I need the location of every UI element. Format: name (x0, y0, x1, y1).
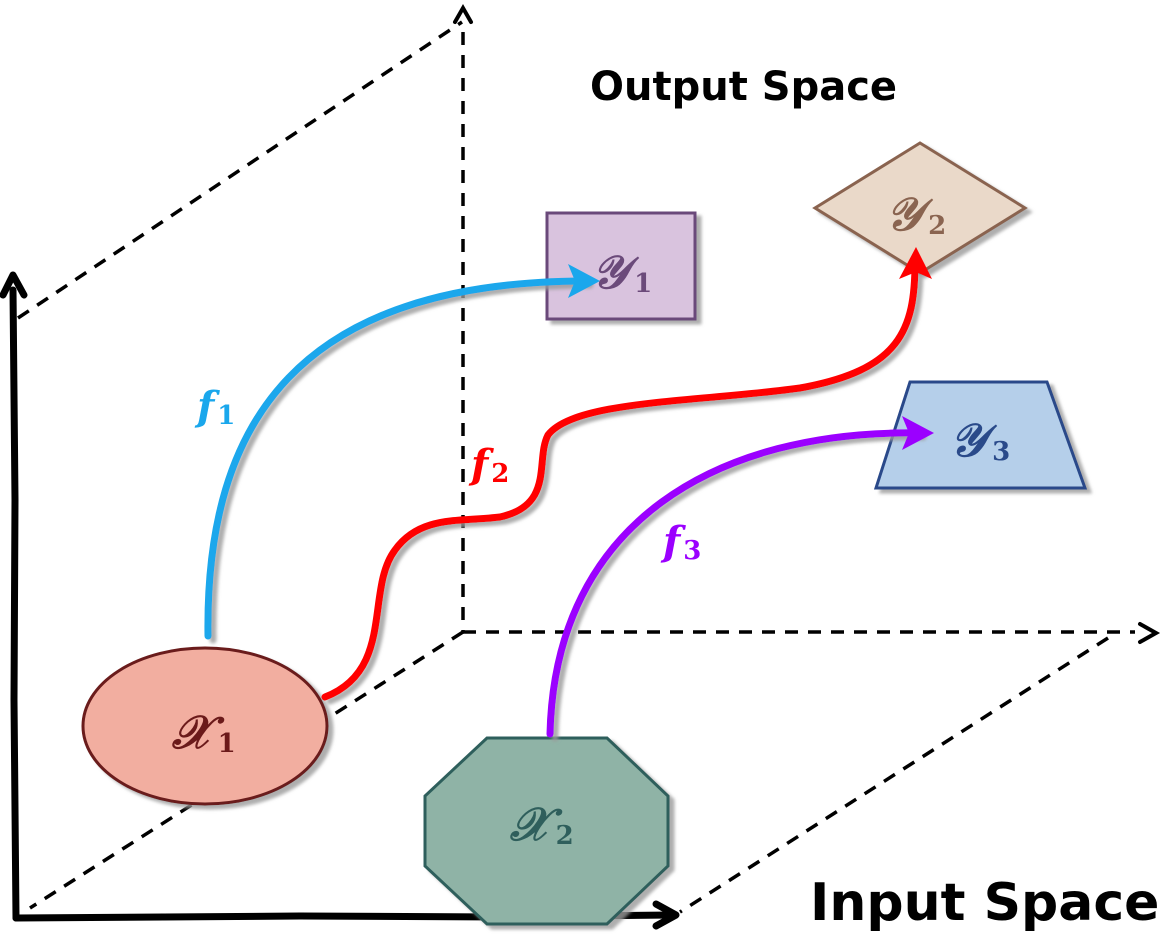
input-space-label: Input Space (810, 873, 1159, 933)
solid-up-arrowhead-icon (0, 271, 28, 299)
set-y3-shape (873, 380, 1088, 490)
set-x2-shape (423, 736, 670, 926)
input-plane-right-edge (679, 636, 1109, 914)
up-arrowhead-icon (453, 3, 473, 24)
set-x1-shape (81, 646, 329, 806)
function-arrowheads (568, 247, 934, 450)
x2-subscript: 2 (556, 821, 574, 851)
solid-right-arrowhead-icon (652, 900, 680, 930)
f1-arrow (204, 277, 589, 640)
f2-subscript: 2 (491, 459, 509, 489)
f2-arrowhead-icon (899, 247, 932, 279)
x2-octagon (423, 736, 670, 926)
output-plane-top-edge (17, 20, 463, 320)
f3-arrow (546, 429, 922, 738)
solid-vertical-axis (9, 286, 20, 922)
f1-name: f (194, 383, 220, 430)
x1-ellipse (81, 646, 329, 806)
y3-trapezoid (873, 380, 1088, 490)
x1-subscript: 1 (218, 729, 236, 759)
f3-subscript: 3 (683, 536, 701, 566)
f3-arrowhead-icon (902, 416, 934, 450)
f2-arrow (321, 258, 919, 701)
y3-subscript: 3 (992, 437, 1010, 467)
y1-subscript: 1 (634, 269, 652, 299)
output-space-label: Output Space (590, 64, 897, 110)
right-arrowhead-icon (1138, 622, 1161, 644)
f2-name: f (468, 441, 494, 488)
dashed-axis-arrowheads (453, 3, 1161, 644)
y2-subscript: 2 (928, 211, 946, 241)
function-arrows (204, 258, 922, 738)
f1-arrowhead-icon (568, 264, 600, 298)
f1-subscript: 1 (217, 401, 235, 431)
f3-name: f (660, 518, 686, 565)
